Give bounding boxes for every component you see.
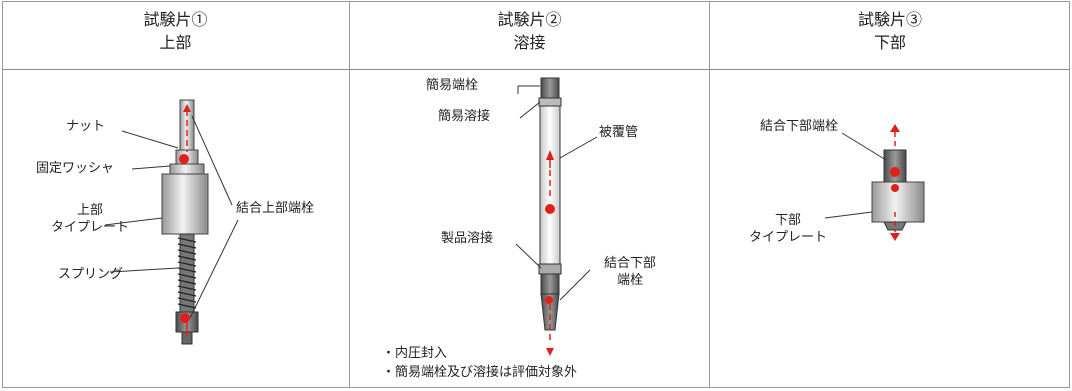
note-internal-pressure: ・内圧封入 — [382, 346, 448, 361]
panel-2-title: 試験片② — [497, 10, 562, 29]
label-simple-end-plug: 簡易端栓 — [426, 78, 479, 93]
label-lower-tieplate-line2: タイプレート — [748, 230, 827, 245]
label-upper-tieplate-line1: 上部 — [76, 203, 103, 218]
note-not-evaluated: ・簡易端栓及び溶接は評価対象外 — [382, 365, 578, 380]
label-lower-tieplate: 下部 タイプレート — [748, 212, 828, 246]
label-lower-end-plug-line2: 端栓 — [616, 273, 643, 288]
lower-specimen-drawing — [824, 124, 925, 241]
column-divider-1 — [349, 1, 350, 388]
panel-3-title: 試験片③ — [857, 10, 922, 29]
upper-specimen-drawing — [104, 99, 239, 345]
panel-2-header: 試験片② 溶接 — [350, 8, 709, 54]
panel-3-subtitle: 下部 — [873, 33, 906, 52]
label-fixed-washer: 固定ワッシャ — [36, 161, 115, 176]
label-lower-end-plug-3: 結合下部端栓 — [760, 119, 839, 134]
label-upper-end-plug: 結合上部端栓 — [236, 201, 315, 216]
label-lower-tieplate-line1: 下部 — [774, 213, 801, 228]
label-simple-weld: 簡易溶接 — [438, 109, 491, 124]
panel-1-subtitle: 上部 — [159, 33, 192, 52]
weld-specimen-drawing — [515, 77, 598, 356]
column-divider-2 — [709, 1, 710, 388]
label-lower-end-plug: 結合下部 端栓 — [590, 255, 670, 289]
panel-1-header: 試験片① 上部 — [2, 8, 349, 54]
panel-1-title: 試験片① — [143, 10, 208, 29]
panel-2-subtitle: 溶接 — [513, 33, 546, 52]
label-nut: ナット — [66, 119, 106, 134]
label-lower-end-plug-line1: 結合下部 — [603, 256, 656, 271]
header-divider — [2, 69, 1070, 70]
label-spring: スプリング — [58, 267, 124, 282]
label-cladding: 被覆管 — [599, 125, 639, 140]
panel-3-header: 試験片③ 下部 — [710, 8, 1070, 54]
label-upper-tieplate-line2: タイプレート — [50, 220, 129, 235]
label-upper-tieplate: 上部 タイプレート — [48, 202, 132, 236]
label-product-weld: 製品溶接 — [441, 231, 494, 246]
